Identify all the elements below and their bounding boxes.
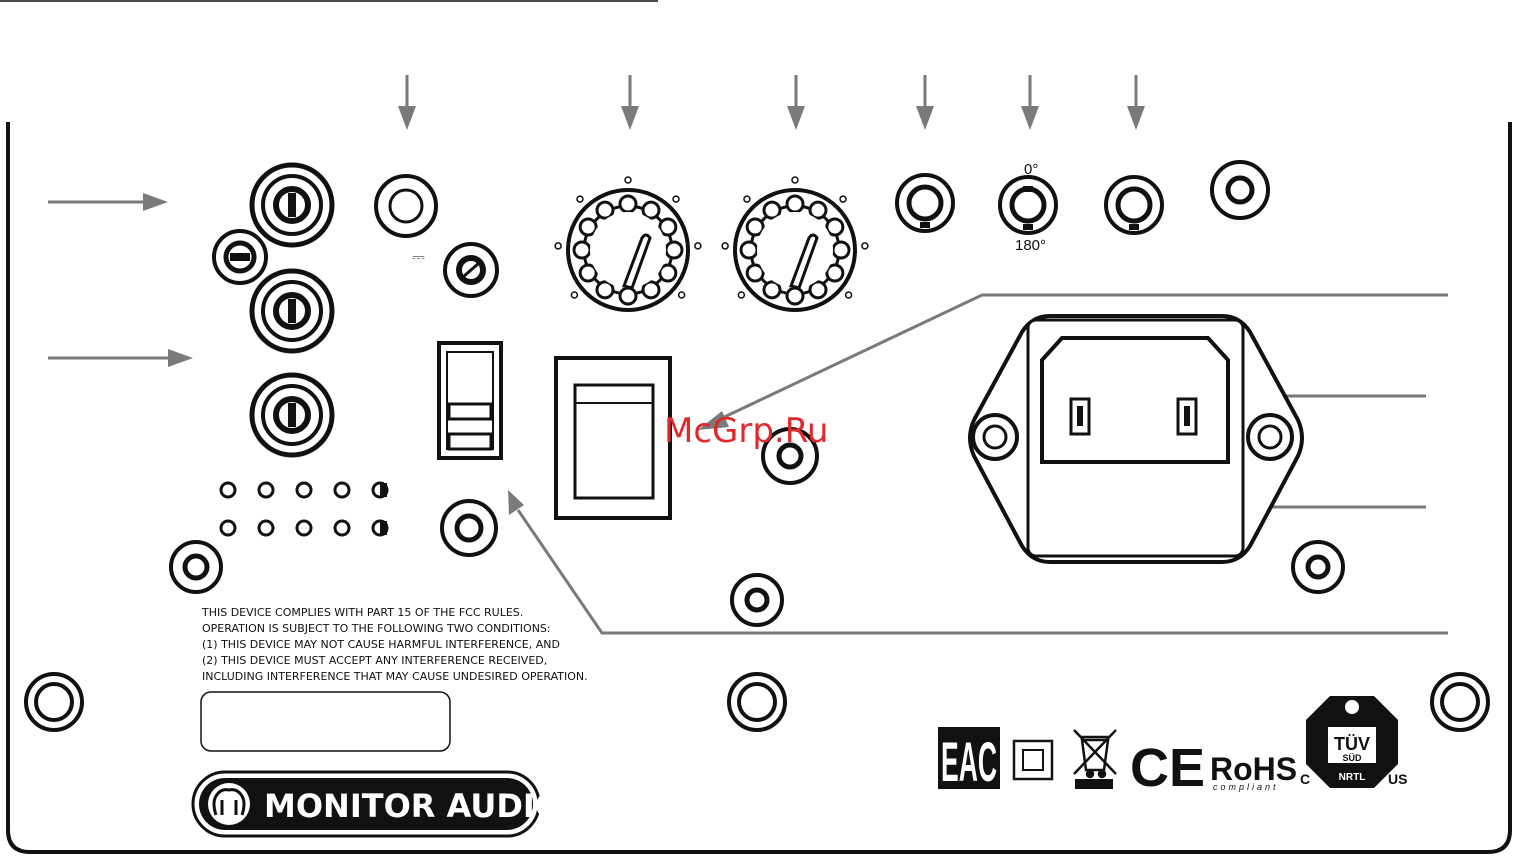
dip-switch-lever <box>380 483 387 497</box>
dip-switch-hole[interactable] <box>219 481 237 499</box>
power-rocker-switch[interactable] <box>554 356 672 520</box>
knob-pointer <box>622 233 652 290</box>
rca-input-middle[interactable] <box>249 268 335 354</box>
svg-text:US: US <box>1388 771 1407 787</box>
svg-text:TÜV: TÜV <box>1334 734 1370 754</box>
knob-tick-dot <box>791 176 799 184</box>
crossover-knob[interactable] <box>721 176 869 312</box>
dip-switch-hole[interactable] <box>333 481 351 499</box>
knob-tick-dot <box>677 291 686 299</box>
knob-tick-dot <box>554 242 562 250</box>
svg-text:C: C <box>1300 771 1310 787</box>
knob-tick-dot <box>624 176 632 184</box>
knob-tick-dot <box>694 242 702 250</box>
rohs-mark: RoHS <box>1210 751 1297 787</box>
panel-outline <box>6 122 1512 854</box>
dip-switch-hole[interactable] <box>257 519 275 537</box>
voltage-selector-switch[interactable] <box>437 341 503 460</box>
fcc-line-2: OPERATION IS SUBJECT TO THE FOLLOWING TW… <box>202 622 551 635</box>
knob-tick-dot <box>743 195 751 203</box>
top-callout-arrows <box>398 75 1145 130</box>
phase-switch[interactable] <box>998 175 1058 235</box>
mount-hole-right <box>1430 672 1490 732</box>
screw-left <box>169 540 223 594</box>
knob-tick-dot <box>576 195 584 203</box>
knob-tick-dot <box>839 195 847 203</box>
dip-switch-lever <box>380 521 387 535</box>
dip-switch-hole[interactable] <box>219 519 237 537</box>
dip-switch-hole[interactable] <box>295 481 313 499</box>
mode-button-1[interactable] <box>895 173 955 233</box>
knob-tick-dot <box>721 242 729 250</box>
ce-mark: CE <box>1130 738 1205 798</box>
dc-input-jack[interactable] <box>443 242 499 298</box>
mount-hole-left <box>24 672 84 732</box>
dip-switch-hole[interactable] <box>257 481 275 499</box>
knob-tick-dot <box>861 242 869 250</box>
screw-right-low <box>1291 540 1345 594</box>
double-insulation-icon <box>1012 739 1054 781</box>
phase-label-0: 0° <box>1024 161 1038 178</box>
dip-switch-hole[interactable] <box>333 519 351 537</box>
fcc-line-1: THIS DEVICE COMPLIES WITH PART 15 OF THE… <box>201 606 523 619</box>
fcc-line-3: (1) THIS DEVICE MAY NOT CAUSE HARMFUL IN… <box>202 638 560 651</box>
dip-switch-hole[interactable] <box>295 519 313 537</box>
trigger-jack[interactable] <box>374 174 438 238</box>
eac-mark: EAC <box>938 727 1000 793</box>
dc-symbol: ⎓ <box>412 249 425 266</box>
screw-center <box>761 427 819 485</box>
mount-hole-center <box>727 672 787 732</box>
watermark: McGrp.Ru <box>664 411 828 451</box>
brand-logo: MONITOR AUDIO <box>191 770 562 838</box>
screw-mid-left <box>440 499 498 557</box>
level-knob[interactable] <box>554 176 702 312</box>
svg-text:NRTL: NRTL <box>1339 772 1366 783</box>
knob-tick-dot <box>570 291 579 299</box>
screw-top-right <box>1210 160 1270 220</box>
left-callout-arrows <box>48 193 193 367</box>
ground-terminal[interactable] <box>212 229 268 285</box>
serial-label-box <box>200 691 451 752</box>
screw-center-low <box>730 573 784 627</box>
rca-input-bottom[interactable] <box>249 372 335 458</box>
knob-tick-dot <box>672 195 680 203</box>
phase-label-180: 180° <box>1015 237 1046 254</box>
fcc-line-5: INCLUDING INTERFERENCE THAT MAY CAUSE UN… <box>202 670 588 683</box>
fcc-notice: THIS DEVICE COMPLIES WITH PART 15 OF THE… <box>201 606 588 683</box>
rca-input-top[interactable] <box>249 162 335 248</box>
knob-tick-dot <box>737 291 746 299</box>
weee-bin-icon <box>1073 729 1117 789</box>
svg-text:EAC: EAC <box>941 730 997 793</box>
dip-switch-array[interactable] <box>219 481 389 537</box>
knob-tick-dot <box>844 291 853 299</box>
rohs-compliant: compliant <box>1213 782 1279 792</box>
svg-text:SÜD: SÜD <box>1342 753 1362 763</box>
iec-power-inlet[interactable] <box>968 314 1304 564</box>
mode-button-2[interactable] <box>1104 175 1164 235</box>
knob-pointer <box>789 233 819 290</box>
tuv-sud-mark: TÜV SÜD NRTL C US <box>1300 696 1407 788</box>
brand-name: MONITOR AUDIO <box>264 787 562 825</box>
fcc-line-4: (2) THIS DEVICE MUST ACCEPT ANY INTERFER… <box>202 654 547 667</box>
monitor-audio-emblem-icon <box>208 783 250 825</box>
